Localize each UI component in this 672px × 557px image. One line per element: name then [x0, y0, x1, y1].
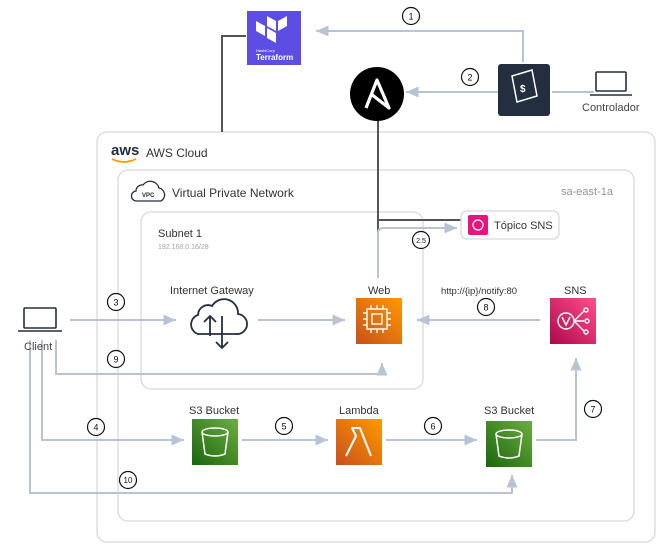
step-4-badge — [86, 417, 106, 437]
terraform-brand-small: HashiCorp — [256, 48, 276, 53]
step-2-badge — [460, 67, 480, 87]
s3-bucket-2-icon — [486, 421, 532, 467]
step-10-text: 10 — [124, 476, 133, 485]
step-3-text: 3 — [113, 298, 118, 308]
client-label: Client — [24, 341, 52, 353]
region-label: sa-east-1a — [561, 186, 614, 198]
bash-icon — [498, 64, 550, 116]
step-8-text: 8 — [483, 303, 488, 313]
aws-cloud-label: AWS Cloud — [146, 146, 208, 160]
vpc-box — [117, 169, 635, 522]
step-2-text: 2 — [467, 73, 472, 83]
step-5-text: 5 — [281, 422, 286, 432]
sns-label: SNS — [564, 285, 587, 297]
step-5-badge — [274, 416, 294, 436]
step-2-5-text: 2.5 — [416, 238, 426, 245]
controller-laptop-icon — [590, 71, 632, 96]
s3-bucket-2-label: S3 Bucket — [484, 405, 534, 417]
step-1-text: 1 — [408, 12, 413, 22]
aws-smile-icon — [111, 158, 137, 163]
controller-label: Controlador — [582, 102, 640, 114]
ec2-chip-icon — [363, 305, 391, 333]
ansible-icon — [350, 67, 404, 121]
step-6-badge — [423, 416, 443, 436]
step-7-badge — [583, 399, 603, 419]
step-7-text: 7 — [590, 405, 595, 415]
aws-cloud-box — [96, 131, 656, 543]
bash-shell-icon — [511, 69, 538, 103]
connectors — [29, 25, 594, 494]
sns-topic-icon-inner — [472, 219, 484, 231]
subnet-label: Subnet 1 — [158, 228, 202, 240]
step-9-text: 9 — [113, 355, 118, 365]
notify-url-label: http://{ip}/notify:80 — [441, 286, 517, 297]
s3-bucket-1-icon — [192, 419, 238, 465]
step-10-badge — [118, 470, 138, 490]
subnet-box — [140, 211, 424, 390]
terraform-logo-mark — [256, 16, 287, 43]
terraform-brand: Terraform — [256, 53, 293, 62]
sns-topic-icon — [468, 215, 488, 235]
web-label: Web — [368, 285, 390, 297]
sns-fanout-icon — [557, 307, 590, 335]
aws-logo: aws — [111, 142, 139, 159]
step-2-5-badge — [411, 230, 431, 250]
internet-gateway-label: Internet Gateway — [170, 285, 254, 297]
step-badges — [86, 6, 603, 490]
subnet-cidr: 192.168.0.16/28 — [158, 244, 209, 251]
step-3-badge — [106, 292, 126, 312]
step-1-badge — [401, 6, 421, 26]
vpc-label: Virtual Private Network — [172, 186, 295, 200]
vpc-cloud-icon — [130, 180, 166, 202]
s3-bucket-1-glyph — [201, 427, 229, 457]
sns-topic-label: Tópico SNS — [494, 220, 553, 232]
internet-gateway-icon — [190, 298, 248, 350]
lambda-icon — [336, 419, 382, 465]
s3-bucket-2-glyph — [495, 429, 523, 459]
lambda-label: Lambda — [339, 405, 380, 417]
step-6-text: 6 — [430, 422, 435, 432]
client-laptop-icon — [18, 307, 62, 332]
vpc-badge: VPC — [142, 193, 155, 199]
web-ec2-icon — [356, 298, 402, 344]
lambda-glyph-icon — [345, 427, 372, 457]
bash-dollar-glyph: $ — [520, 84, 526, 95]
step-8-badge — [476, 297, 496, 317]
step-4-text: 4 — [93, 423, 98, 433]
s3-bucket-1-label: S3 Bucket — [189, 405, 239, 417]
step-9-badge — [106, 349, 126, 369]
ansible-logo-mark — [364, 78, 391, 110]
